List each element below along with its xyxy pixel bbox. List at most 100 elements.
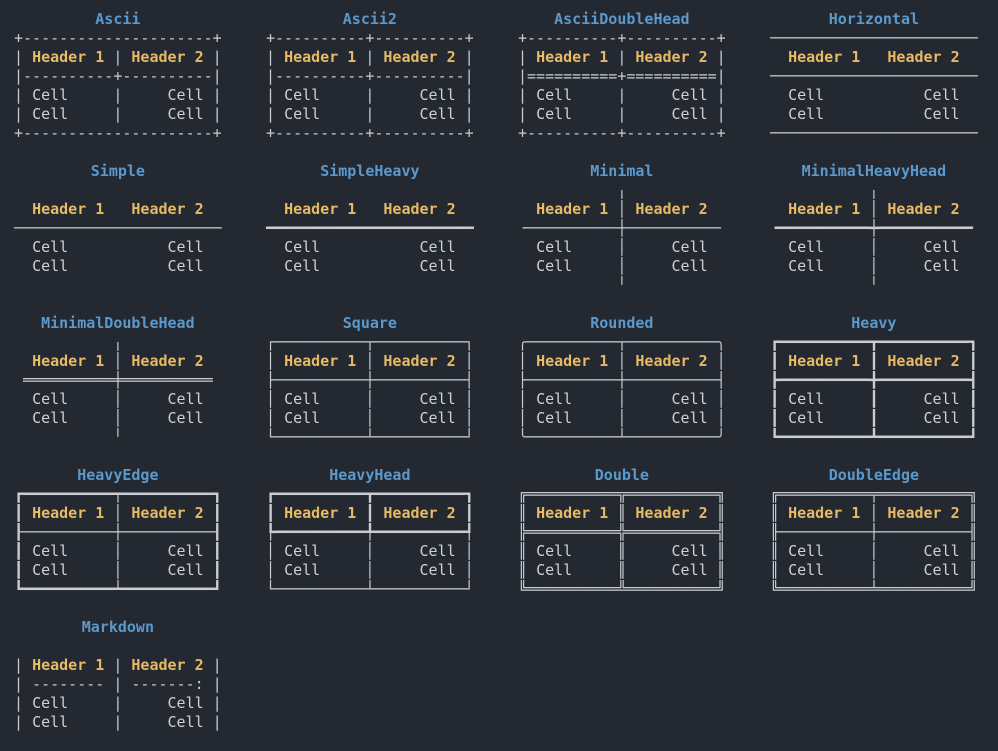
cell-value: Cell [167,86,204,104]
border-glyphs: │ [68,409,168,427]
border-glyphs: ╵ [770,276,978,294]
border-glyphs: ─────────────────────── [14,219,222,237]
table-style-minimaldoublehead: MinimalDoubleHead ╷ Header 1 │ Header 2 … [14,314,222,447]
border-glyphs: │ [266,352,285,370]
border-glyphs: ┗━━━━━━━━━━┷━━━━━━━━━━┛ [14,580,222,598]
border-glyphs: ╠══════════╬══════════╣ [518,523,726,541]
cell-value: Cell [419,257,456,275]
cell-value: Cell [536,238,573,256]
table-style-square: Square┌──────────┬──────────┐│ Header 1 … [266,314,474,447]
table-title: Horizontal [828,10,920,28]
box-top-border: ╷ [770,181,978,200]
border-glyphs: │ [518,409,537,427]
column-header: Header 2 [131,48,204,66]
cell-value: Cell [419,238,456,256]
border-glyphs [104,200,131,218]
box-bottom-border: ╵ [770,276,978,295]
header-separator: ╶──────────┼──────────╴ [518,219,726,238]
cell-value: Cell [419,561,456,579]
column-header: Header 2 [131,504,204,522]
cell-value: Cell [32,694,69,712]
box-bottom-border: └──────────┴──────────┘ [266,428,474,447]
column-header: Header 2 [635,504,708,522]
border-glyphs: └──────────┴──────────┘ [266,428,474,446]
border-glyphs: └──────────┴──────────┘ [266,580,474,598]
table-row: ║ Cell ║ Cell ║ [518,542,726,561]
cell-value: Cell [167,713,204,731]
cell-value: Cell [923,561,960,579]
cell-value: Cell [788,238,825,256]
border-glyphs: +---------------------+ [14,124,222,142]
cell-value: Cell [419,105,456,123]
table-title: Markdown [81,618,154,636]
border-glyphs: ┃ [860,352,888,370]
header-row: ┃ Header 1 │ Header 2 ┃ [14,504,222,523]
border-glyphs [68,257,167,275]
border-glyphs: │ [356,352,384,370]
border-glyphs: | -------- | -------: | [14,675,222,693]
border-glyphs: ║ [572,542,672,560]
border-glyphs: ┃ [770,352,789,370]
box-bottom-border: ╚══════════╩══════════╝ [518,580,726,599]
table-row: ║ Cell │ Cell ║ [770,542,978,561]
box-top-border: ┏━━━━━━━━━━┯━━━━━━━━━━┓ [14,485,222,504]
column-header: Header 1 [32,656,105,674]
border-glyphs: ║ [770,504,789,522]
border-glyphs: | [572,86,672,104]
border-glyphs: ┃ [266,504,285,522]
border-glyphs [266,238,284,256]
border-glyphs: ║ [959,561,978,579]
border-glyphs: ┏━━━━━━━━━━┯━━━━━━━━━━┓ [14,485,222,503]
cell-value: Cell [32,409,69,427]
border-glyphs: ─────────────────────── [770,67,978,85]
table-row: | Cell | Cell | [266,86,474,105]
border-glyphs [204,352,222,370]
box-top-border: ╷ [14,333,222,352]
table-style-horizontal: Horizontal─────────────────────── Header… [770,10,978,143]
cell-value: Cell [671,105,708,123]
cell-value: Cell [167,561,204,579]
table-style-doubleedge: DoubleEdge╔══════════╤══════════╗║ Heade… [770,466,978,599]
table-row: | Cell | Cell | [518,105,726,124]
border-glyphs [356,200,383,218]
header-row: ┃ Header 1 ┃ Header 2 ┃ [266,504,474,523]
column-header: Header 1 [536,200,609,218]
border-glyphs [14,390,32,408]
border-glyphs: +----------+----------+ [266,124,474,142]
header-separator: ├──────────┼──────────┤ [266,371,474,390]
border-glyphs: │ [518,352,537,370]
border-glyphs: ┃ [203,561,222,579]
column-header: Header 1 [284,352,357,370]
cell-value: Cell [167,105,204,123]
border-glyphs [204,200,222,218]
box-top-border [14,637,222,656]
cell-value: Cell [284,86,321,104]
border-glyphs: ┃ [455,504,474,522]
border-glyphs: │ [104,352,132,370]
border-glyphs: ╶──────────┼──────────╴ [518,219,726,237]
table-title: AsciiDoubleHead [554,10,690,28]
border-glyphs: | [518,105,537,123]
table-row: ║ Cell ║ Cell ║ [518,561,726,580]
border-glyphs: ┏━━━━━━━━━━┳━━━━━━━━━━┓ [770,333,978,351]
border-glyphs: ─────────────────────── [770,29,978,47]
table-style-rounded: Rounded╭──────────┬──────────╮│ Header 1… [518,314,726,447]
border-glyphs: | [203,713,222,731]
border-glyphs [204,257,222,275]
box-top-border: ╔══════════╤══════════╗ [770,485,978,504]
box-bottom-border: ╚══════════╧══════════╝ [770,580,978,599]
border-glyphs: │ [707,390,726,408]
header-row: Header 1 Header 2 [266,200,474,219]
header-separator: ┠──────────┼──────────┨ [14,523,222,542]
column-header: Header 2 [131,656,204,674]
header-separator: ─────────────────────── [14,219,222,238]
border-glyphs [204,409,222,427]
border-glyphs [960,48,978,66]
header-row: │ Header 1 │ Header 2 │ [266,352,474,371]
cell-value: Cell [923,542,960,560]
cell-value: Cell [788,409,825,427]
header-row: Header 1 Header 2 [770,48,978,67]
column-header: Header 1 [788,200,861,218]
border-glyphs [456,257,474,275]
border-glyphs [860,48,887,66]
